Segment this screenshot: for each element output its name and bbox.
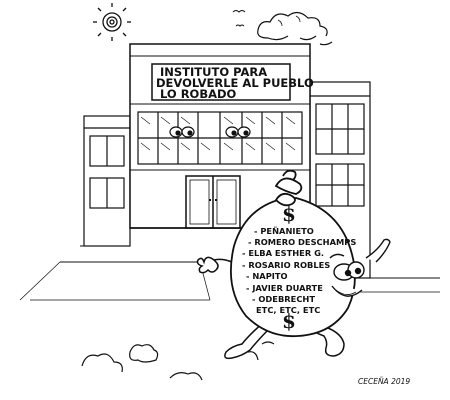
waving-arm	[196, 256, 233, 274]
bag-name-item: ETC, ETC, ETC	[256, 305, 320, 315]
bag-name-item: - PEÑANIETO	[254, 226, 314, 236]
birds-icon	[232, 10, 246, 27]
dollar-sign-top: $	[282, 202, 296, 226]
sign-line-2: DEVOLVERLE AL PUEBLO	[156, 76, 314, 90]
cloud-icon	[257, 11, 333, 46]
right-building	[309, 81, 371, 279]
sun-icon	[93, 3, 131, 41]
left-building	[83, 115, 131, 247]
peeking-eyes-icon	[169, 126, 251, 138]
window-grid	[137, 111, 303, 165]
artist-signature: CECEÑA 2019	[358, 377, 410, 386]
money-bag	[229, 169, 356, 338]
bag-name-item: - ELBA ESTHER G.	[242, 248, 324, 258]
institute-sign: INSTITUTO PARA DEVOLVERLE AL PUEBLO LO R…	[151, 63, 314, 101]
building-door	[185, 175, 241, 229]
ground-lines	[19, 227, 440, 301]
bag-name-item: - NAPITO	[246, 271, 288, 281]
sign-line-1: INSTITUTO PARA	[160, 65, 267, 79]
bag-name-item: - ODEBRECHT	[252, 294, 315, 304]
bag-name-item: - ROMERO DESCHAMPS	[248, 237, 356, 247]
bag-name-item: - JAVIER DUARTE	[246, 283, 323, 293]
dollar-sign-bottom: $	[282, 309, 296, 333]
sign-line-3: LO ROBADO	[160, 87, 237, 101]
bag-names-list: - PEÑANIETO - ROMERO DESCHAMPS - ELBA ES…	[242, 226, 356, 315]
bag-face	[329, 238, 391, 297]
bag-name-item: - ROSARIO ROBLES	[242, 260, 330, 270]
